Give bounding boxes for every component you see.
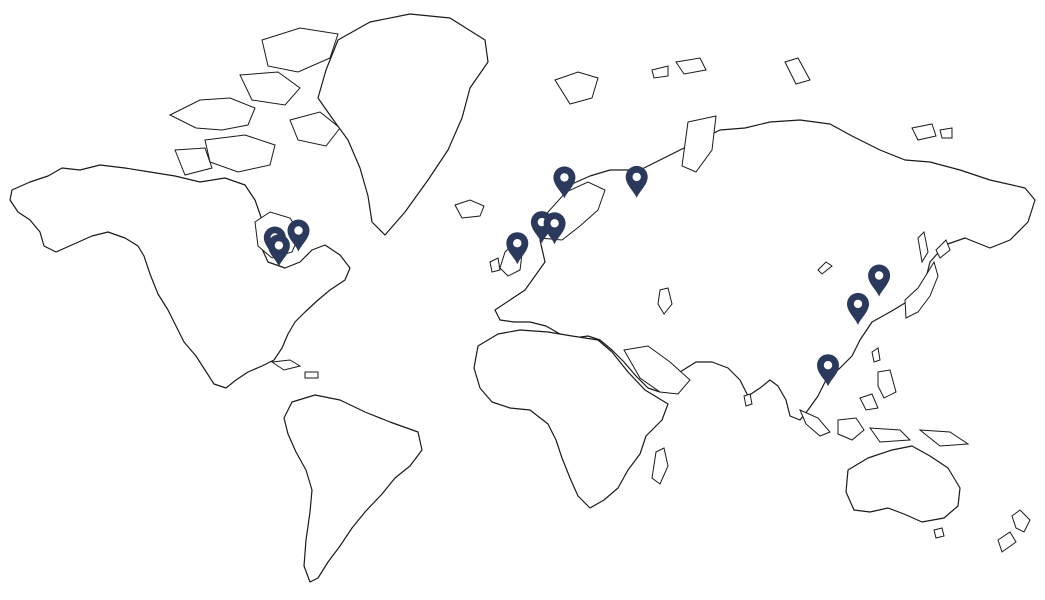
island-japan <box>904 239 951 319</box>
lake-baikal <box>817 261 833 275</box>
map-pin-hole <box>560 173 569 182</box>
map-pin-icon[interactable] <box>506 232 529 265</box>
indonesia-islands <box>799 393 970 447</box>
map-pin-hole <box>274 241 284 250</box>
arctic-islands <box>168 27 341 176</box>
island-tasmania <box>933 527 945 539</box>
map-pin-icon[interactable] <box>267 234 290 267</box>
map-pin-body <box>817 354 839 387</box>
arabian-peninsula <box>623 345 691 395</box>
island-sri-lanka <box>743 393 753 407</box>
map-pin-body <box>267 234 290 267</box>
island-iceland <box>454 199 485 219</box>
map-pin-hole <box>294 226 303 235</box>
island-taiwan <box>871 347 897 399</box>
map-pin-body <box>868 264 891 297</box>
caribbean-islands <box>270 359 319 379</box>
caspian-sea <box>657 287 673 315</box>
map-pin-body <box>625 165 648 198</box>
landmass-greenland <box>317 13 489 236</box>
map-pin-icon[interactable] <box>817 354 839 387</box>
landmass-north-america <box>9 164 351 389</box>
map-pin-body <box>553 166 576 199</box>
arctic-russia-islands <box>554 57 953 173</box>
map-pin-body <box>506 232 529 265</box>
map-pin-body <box>287 219 310 252</box>
map-pin-icon[interactable] <box>553 166 576 199</box>
map-pin-icon[interactable] <box>847 292 869 325</box>
landmass-south-america <box>283 394 423 583</box>
map-pin-icon[interactable] <box>868 264 891 297</box>
map-pin-hole <box>513 239 522 248</box>
map-pin-hole <box>632 172 641 182</box>
map-pin-body <box>847 292 869 325</box>
map-pin-icon[interactable] <box>287 219 310 252</box>
landmass-australia <box>845 445 961 523</box>
landmasses <box>9 13 1036 583</box>
island-new-zealand <box>997 509 1031 553</box>
map-pin-hole <box>823 361 833 370</box>
marker-layer <box>263 165 891 387</box>
landmass-africa <box>473 329 669 509</box>
island-madagascar <box>651 447 669 485</box>
map-pin-body <box>543 212 566 245</box>
map-pin-icon[interactable] <box>543 212 566 245</box>
map-pin-hole <box>874 271 884 280</box>
map-pin-icon[interactable] <box>625 165 648 198</box>
map-pin-hole <box>550 219 559 228</box>
island-sakhalin <box>917 230 929 264</box>
map-pin-hole <box>853 299 863 309</box>
